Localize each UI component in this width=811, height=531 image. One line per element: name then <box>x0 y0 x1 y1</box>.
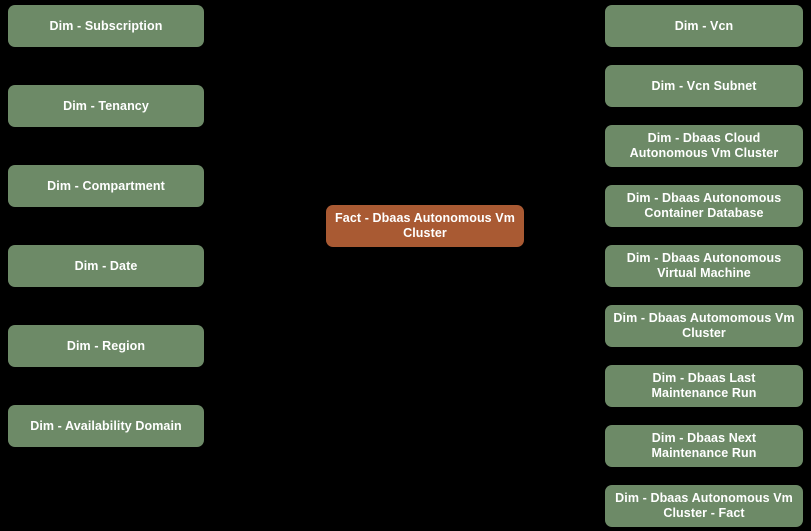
dimension-node-label: Dim - Dbaas Autonomous Container Databas… <box>626 191 782 220</box>
fact-node-dbaas-autonomous-vm-cluster[interactable]: Fact - Dbaas Autonomous Vm Cluster <box>326 205 524 247</box>
dimension-node-dbaas-autonomous-vm-cluster-fact[interactable]: Dim - Dbaas Autonomous Vm Cluster - Fact <box>605 485 803 527</box>
dimension-node-label: Dim - Dbaas Automomous Vm Cluster <box>613 311 795 340</box>
dimension-node-vcn-subnet[interactable]: Dim - Vcn Subnet <box>605 65 803 107</box>
dimension-node-tenancy[interactable]: Dim - Tenancy <box>8 85 204 127</box>
dimension-node-label: Dim - Subscription <box>49 18 163 33</box>
dimension-node-label: Dim - Dbaas Autonomous Vm Cluster - Fact <box>615 491 793 520</box>
dimension-node-vcn[interactable]: Dim - Vcn <box>605 5 803 47</box>
dimension-node-label: Dim - Availability Domain <box>30 418 182 433</box>
dimension-node-dbaas-automomous-vm-cluster[interactable]: Dim - Dbaas Automomous Vm Cluster <box>605 305 803 347</box>
dimension-node-dbaas-cloud-autonomous-vm-cluster[interactable]: Dim - Dbaas Cloud Autonomous Vm Cluster <box>605 125 803 167</box>
dimension-node-dbaas-autonomous-container-database[interactable]: Dim - Dbaas Autonomous Container Databas… <box>605 185 803 227</box>
dimension-node-label: Dim - Region <box>66 338 146 353</box>
dimension-node-label: Dim - Dbaas Last Maintenance Run <box>651 371 757 400</box>
dimension-node-dbaas-next-maintenance-run[interactable]: Dim - Dbaas Next Maintenance Run <box>605 425 803 467</box>
fact-node-label: Fact - Dbaas Autonomous Vm Cluster <box>335 211 515 240</box>
dimension-node-label: Dim - Date <box>74 258 138 273</box>
dimension-node-dbaas-autonomous-virtual-machine[interactable]: Dim - Dbaas Autonomous Virtual Machine <box>605 245 803 287</box>
dimension-node-label: Dim - Compartment <box>47 178 165 193</box>
dimension-node-label: Dim - Tenancy <box>63 98 149 113</box>
dimension-node-label: Dim - Vcn <box>674 18 734 33</box>
dimension-node-availability-domain[interactable]: Dim - Availability Domain <box>8 405 204 447</box>
dimension-node-compartment[interactable]: Dim - Compartment <box>8 165 204 207</box>
dimension-node-dbaas-last-maintenance-run[interactable]: Dim - Dbaas Last Maintenance Run <box>605 365 803 407</box>
dimension-node-label: Dim - Dbaas Autonomous Virtual Machine <box>626 251 782 280</box>
dimension-node-label: Dim - Dbaas Next Maintenance Run <box>651 431 757 460</box>
dimension-node-subscription[interactable]: Dim - Subscription <box>8 5 204 47</box>
dimension-node-date[interactable]: Dim - Date <box>8 245 204 287</box>
dimension-node-label: Dim - Dbaas Cloud Autonomous Vm Cluster <box>629 131 779 160</box>
dimension-node-region[interactable]: Dim - Region <box>8 325 204 367</box>
dimension-node-label: Dim - Vcn Subnet <box>651 78 757 93</box>
